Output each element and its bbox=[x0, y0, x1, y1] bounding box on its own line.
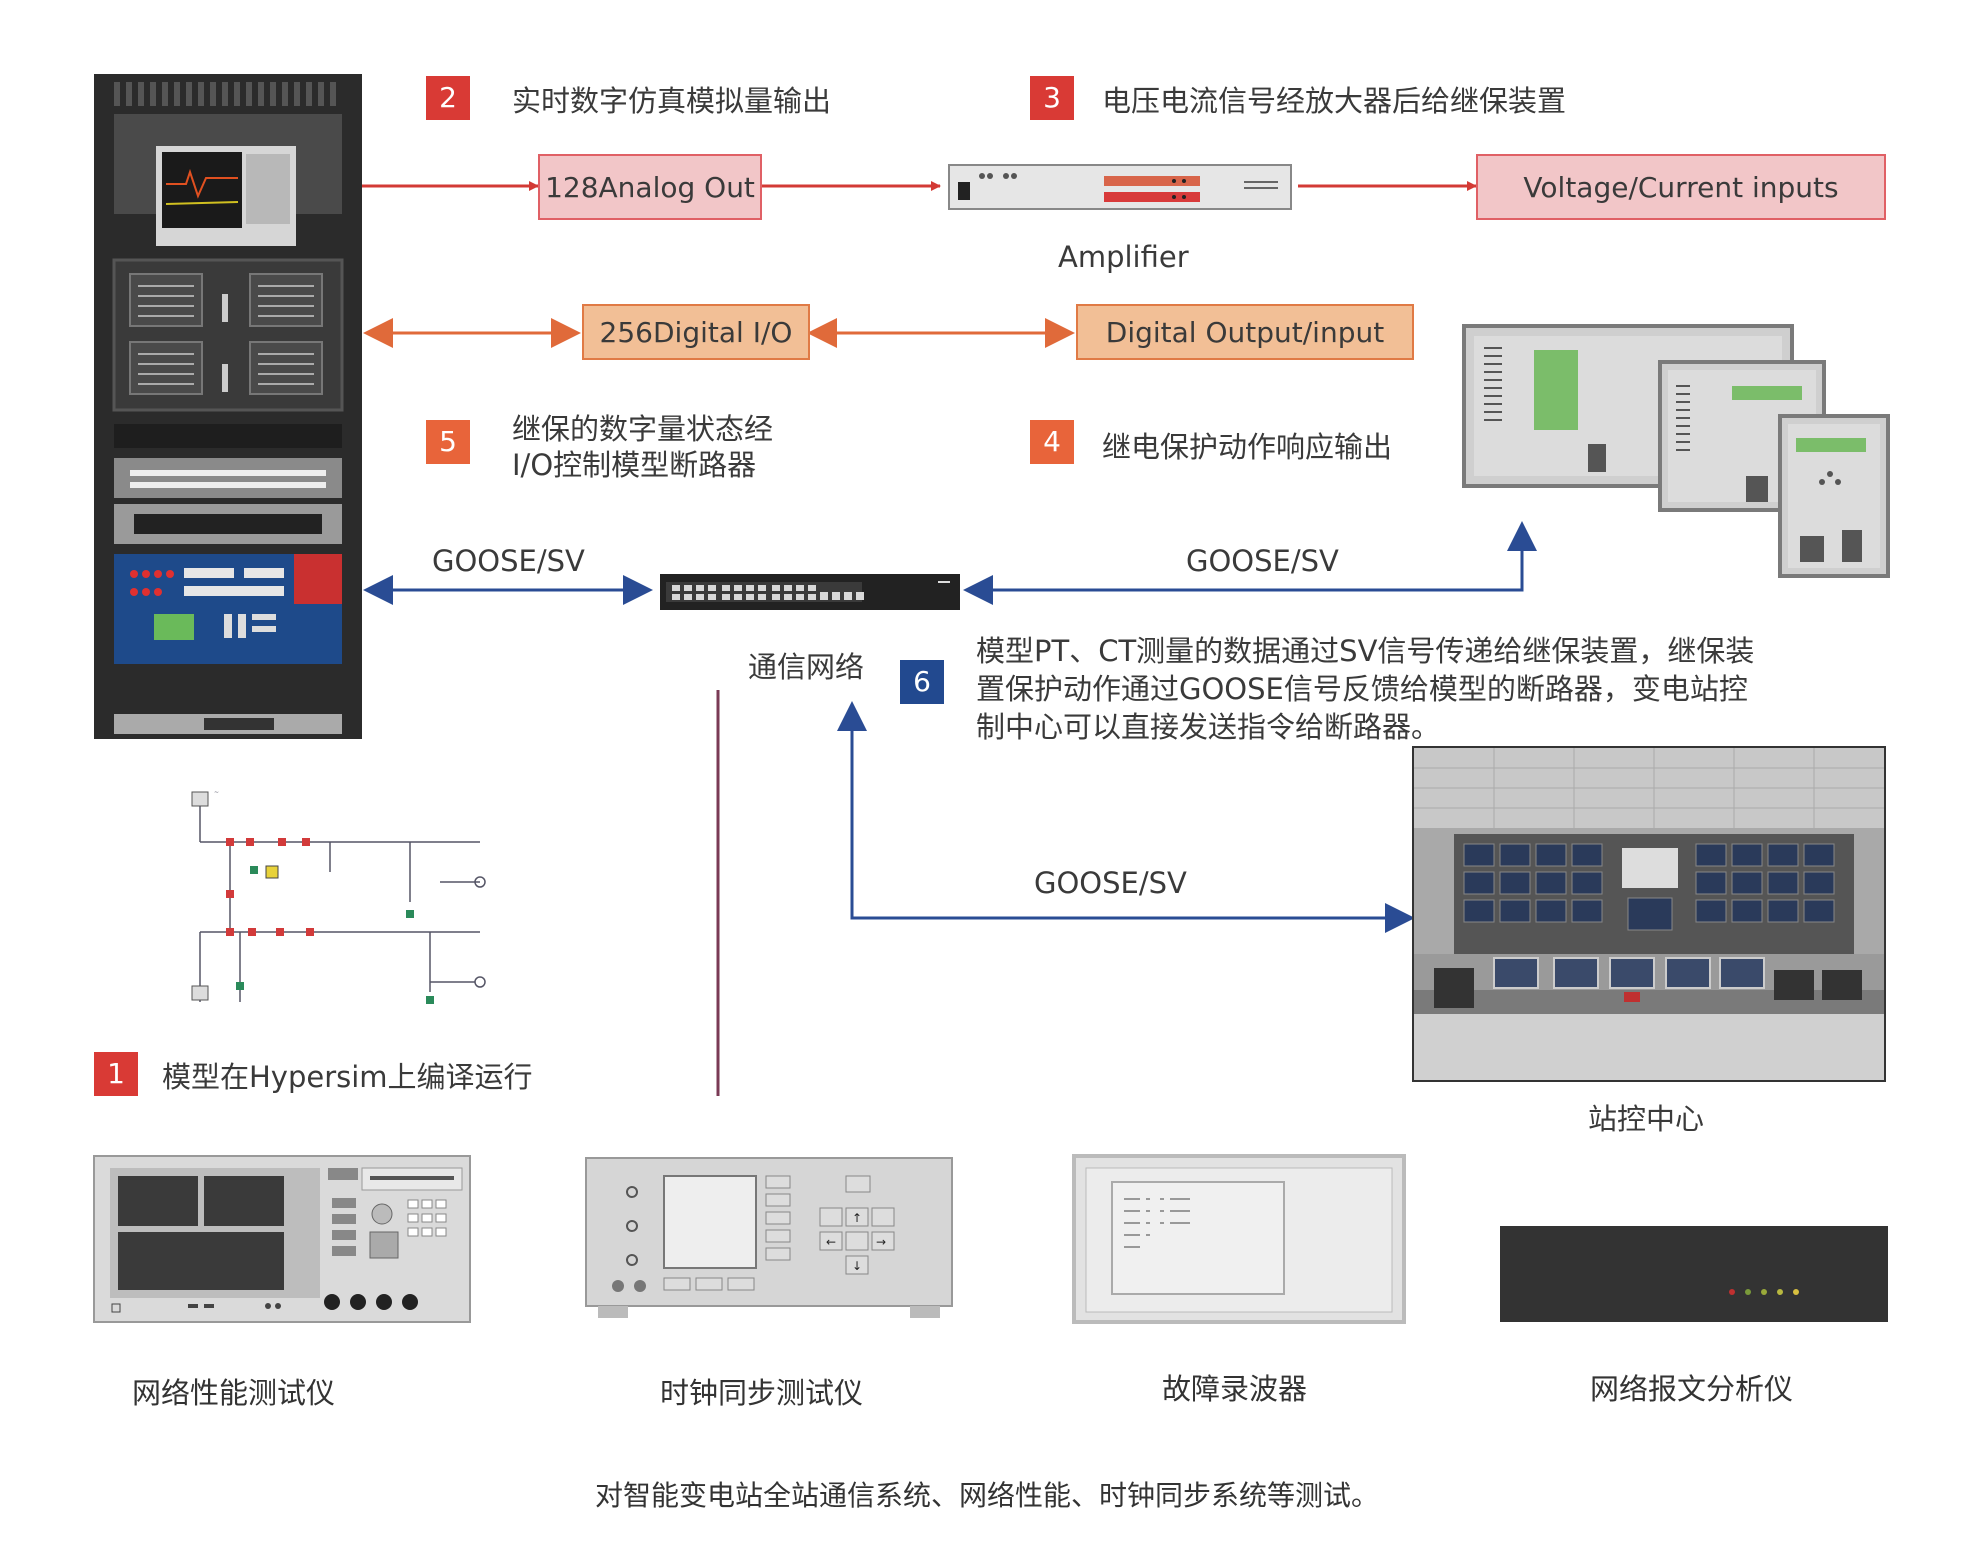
step-2-label: 实时数字仿真模拟量输出 bbox=[512, 84, 832, 118]
instrument-1-label: 网络性能测试仪 bbox=[132, 1376, 336, 1410]
simulator-rack-icon bbox=[94, 74, 362, 739]
network-switch-icon bbox=[660, 574, 960, 610]
voltage-current-inputs-box: Voltage/Current inputs bbox=[1476, 154, 1886, 220]
arrow-switch-to-control-center bbox=[837, 701, 1415, 933]
clock-sync-tester-icon: ↑ ← → ↓ bbox=[584, 1156, 954, 1322]
step-1-label: 模型在Hypersim上编译运行 bbox=[162, 1060, 533, 1094]
hypersim-schematic-icon: ~ bbox=[170, 782, 500, 1022]
amplifier-label: Amplifier bbox=[1058, 240, 1189, 274]
step-5-label-line1: 继保的数字量状态经 bbox=[512, 412, 774, 446]
arrow-switch-to-relays bbox=[963, 521, 1537, 605]
goose-sv-left-label: GOOSE/SV bbox=[432, 544, 585, 578]
step-6-badge: 6 bbox=[900, 660, 944, 704]
svg-text:↓: ↓ bbox=[852, 1259, 862, 1273]
network-performance-tester-icon bbox=[92, 1154, 472, 1324]
step-4-badge: 4 bbox=[1030, 420, 1074, 464]
instrument-3-label: 故障录波器 bbox=[1162, 1372, 1308, 1406]
step-2-badge: 2 bbox=[426, 76, 470, 120]
step-6-label-line1: 模型PT、CT测量的数据通过SV信号传递给继保装置，继保装 bbox=[976, 634, 1755, 668]
goose-sv-bottom-label: GOOSE/SV bbox=[1034, 866, 1187, 900]
step-4-label: 继电保护动作响应输出 bbox=[1102, 430, 1393, 464]
digital-output-input-box: Digital Output/input bbox=[1076, 304, 1414, 360]
relay-protection-devices-icon bbox=[1462, 324, 1892, 580]
svg-text:←: ← bbox=[826, 1235, 836, 1249]
control-center-photo bbox=[1412, 746, 1886, 1082]
network-label: 通信网络 bbox=[748, 650, 865, 684]
step-5-badge: 5 bbox=[426, 420, 470, 464]
fault-recorder-icon bbox=[1072, 1154, 1406, 1324]
svg-text:↑: ↑ bbox=[852, 1211, 862, 1225]
step-1-badge: 1 bbox=[94, 1052, 138, 1096]
control-center-label: 站控中心 bbox=[1588, 1102, 1705, 1136]
goose-sv-right-label: GOOSE/SV bbox=[1186, 544, 1339, 578]
instrument-4-label: 网络报文分析仪 bbox=[1590, 1372, 1794, 1406]
network-message-analyzer-icon bbox=[1500, 1226, 1888, 1322]
step-5-label-line2: I/O控制模型断路器 bbox=[512, 448, 757, 482]
step-3-badge: 3 bbox=[1030, 76, 1074, 120]
step-6-label-line3: 制中心可以直接发送指令给断路器。 bbox=[976, 710, 1441, 744]
digital-io-box: 256Digital I/O bbox=[582, 304, 810, 360]
step-6-label-line2: 置保护动作通过GOOSE信号反馈给模型的断路器，变电站控 bbox=[976, 672, 1748, 706]
amplifier-icon bbox=[948, 164, 1292, 210]
svg-text:~: ~ bbox=[214, 789, 219, 796]
analog-out-box: 128Analog Out bbox=[538, 154, 762, 220]
step-3-label: 电压电流信号经放大器后给继保装置 bbox=[1102, 84, 1567, 118]
footer-caption: 对智能变电站全站通信系统、网络性能、时钟同步系统等测试。 bbox=[594, 1479, 1379, 1512]
svg-text:→: → bbox=[876, 1235, 886, 1249]
instrument-2-label: 时钟同步测试仪 bbox=[660, 1376, 864, 1410]
